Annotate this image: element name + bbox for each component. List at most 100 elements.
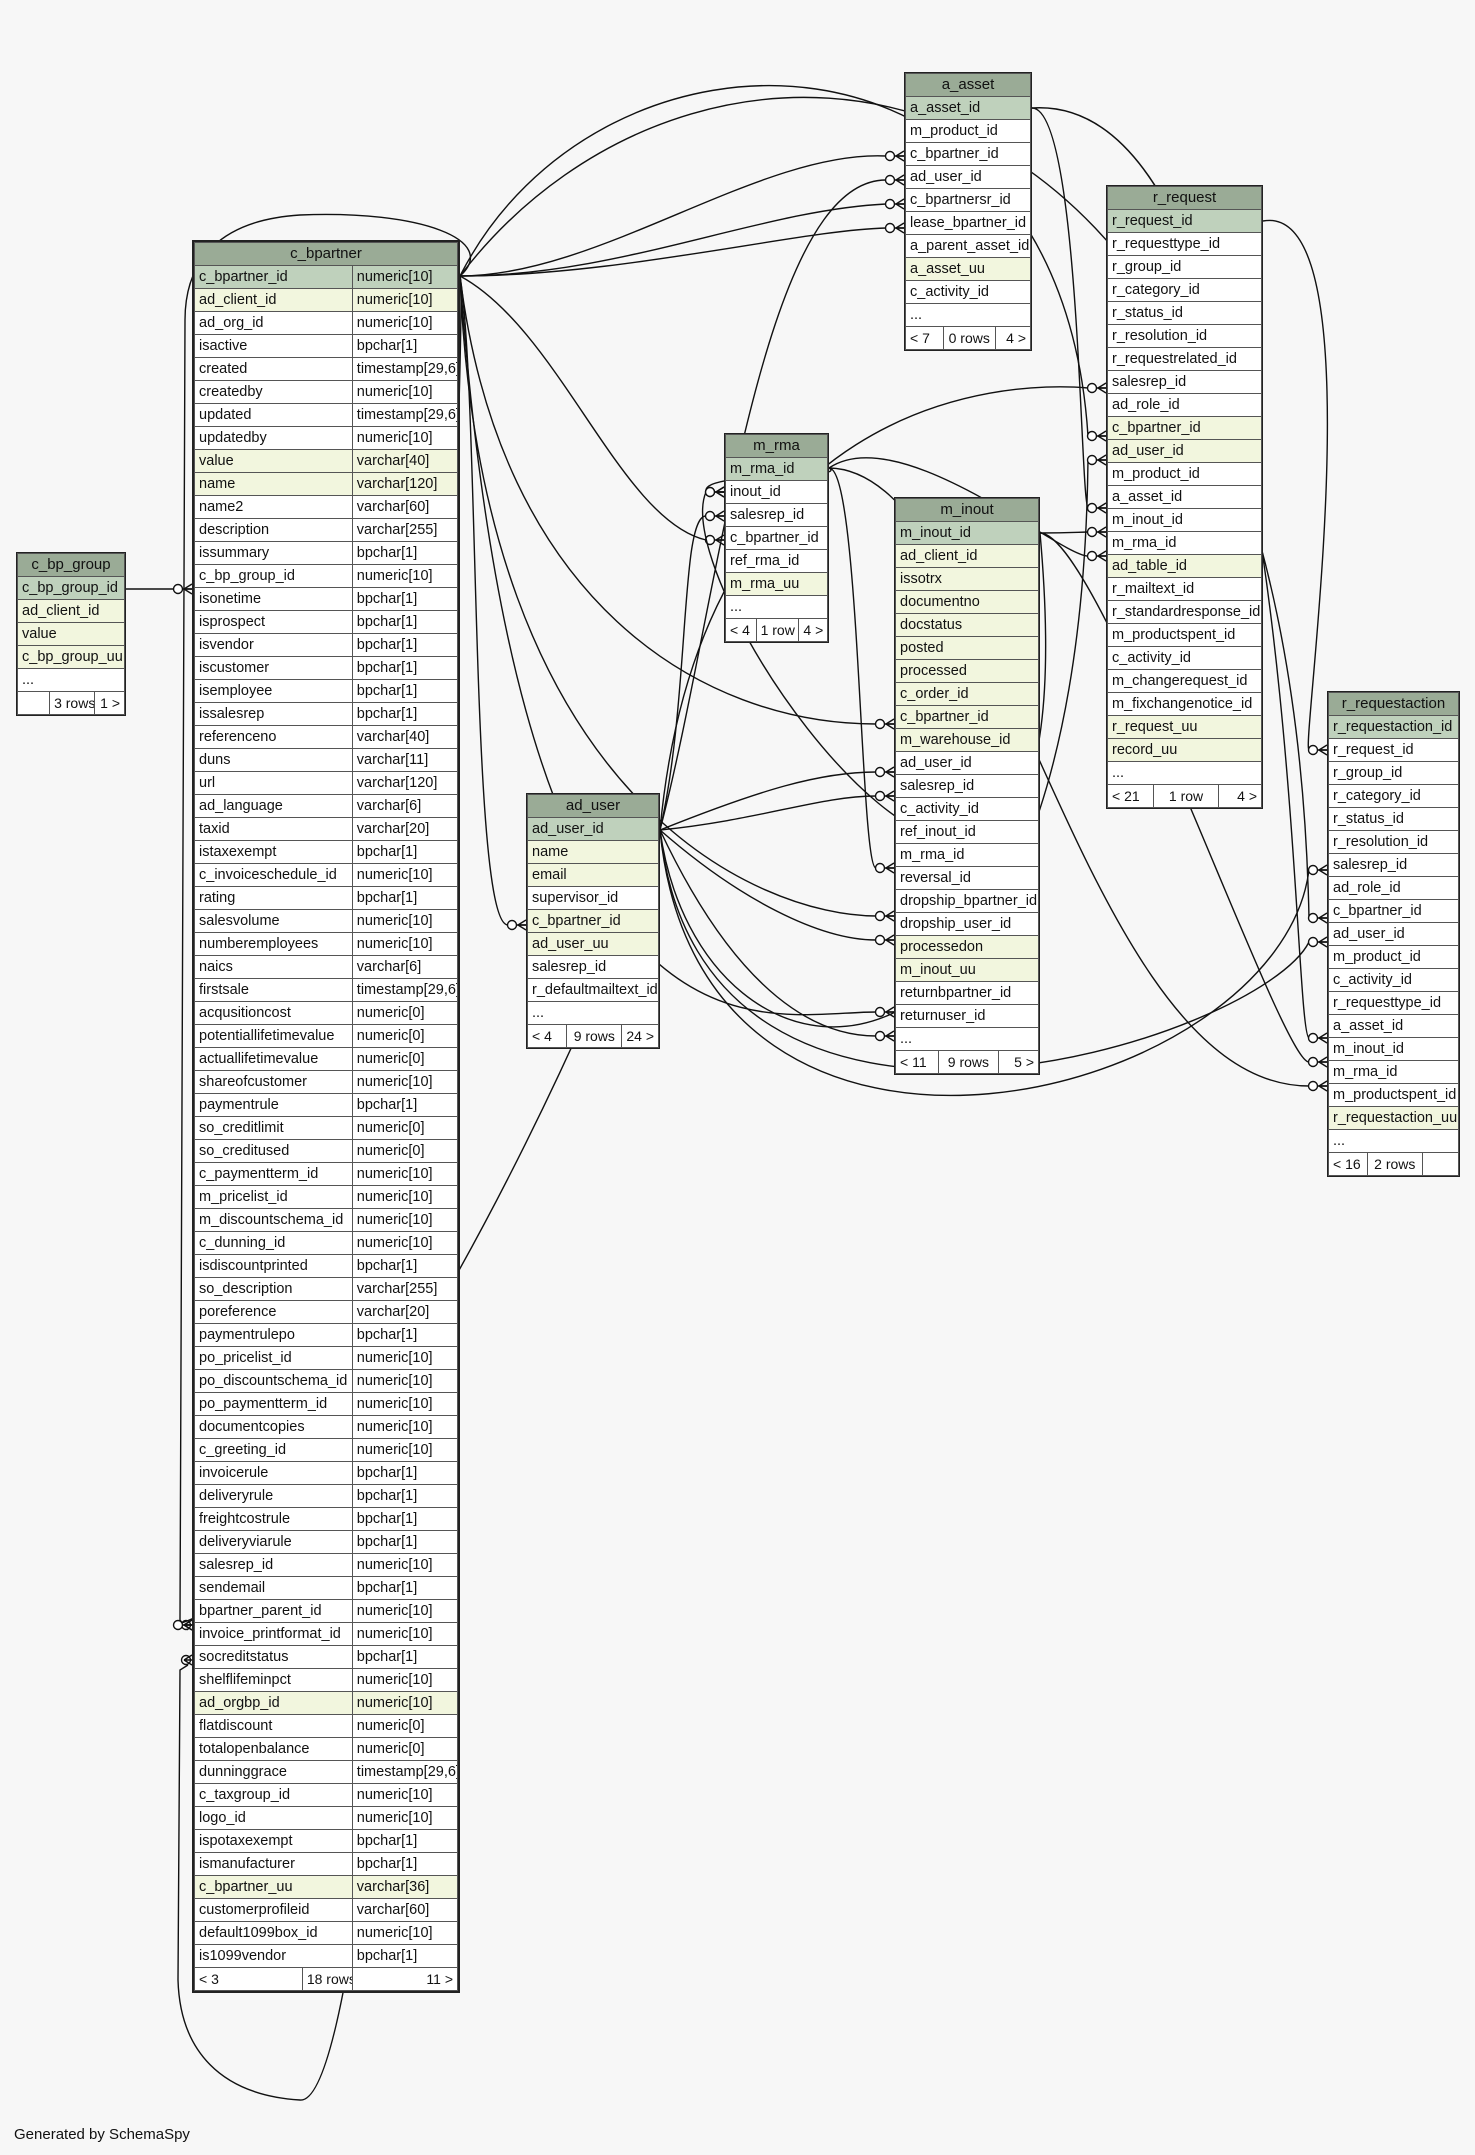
column-row[interactable]: r_requestaction_id: [1328, 715, 1459, 739]
column-row[interactable]: ad_user_uu: [527, 932, 659, 956]
column-row[interactable]: ad_user_id: [905, 165, 1031, 189]
column-row[interactable]: ref_rma_id: [725, 549, 828, 573]
column-row[interactable]: a_asset_uu: [905, 257, 1031, 281]
column-row[interactable]: ad_client_id: [895, 544, 1039, 568]
column-row[interactable]: r_resolution_id: [1107, 324, 1262, 348]
column-row[interactable]: returnuser_id: [895, 1004, 1039, 1028]
column-row[interactable]: m_product_id: [1107, 462, 1262, 486]
column-row[interactable]: r_request_id: [1107, 209, 1262, 233]
column-row[interactable]: r_group_id: [1328, 761, 1459, 785]
column-row[interactable]: supervisor_id: [527, 886, 659, 910]
footer-cell[interactable]: 4 >: [798, 618, 828, 642]
footer-cell[interactable]: 2 rows: [1367, 1152, 1423, 1176]
column-row[interactable]: m_rma_uu: [725, 572, 828, 596]
column-row[interactable]: ...: [527, 1001, 659, 1025]
column-row[interactable]: a_parent_asset_id: [905, 234, 1031, 258]
column-row[interactable]: c_activity_id: [905, 280, 1031, 304]
footer-cell[interactable]: 9 rows: [937, 1050, 999, 1074]
table-title[interactable]: r_requestaction: [1328, 692, 1459, 716]
column-row[interactable]: ...: [1107, 761, 1262, 785]
column-row[interactable]: r_standardresponse_id: [1107, 600, 1262, 624]
column-row[interactable]: m_warehouse_id: [895, 728, 1039, 752]
column-row[interactable]: r_defaultmailtext_id: [527, 978, 659, 1002]
column-row[interactable]: m_inout_id: [1107, 508, 1262, 532]
column-row[interactable]: m_rma_id: [895, 843, 1039, 867]
column-row[interactable]: ...: [895, 1027, 1039, 1051]
column-row[interactable]: m_changerequest_id: [1107, 669, 1262, 693]
column-row[interactable]: ad_user_id: [895, 751, 1039, 775]
column-row[interactable]: r_category_id: [1107, 278, 1262, 302]
footer-cell[interactable]: 24 >: [621, 1024, 659, 1048]
column-row[interactable]: c_bp_group_id: [17, 576, 125, 600]
column-row[interactable]: c_bpartner_id: [905, 142, 1031, 166]
footer-cell[interactable]: < 11: [895, 1050, 939, 1074]
column-row[interactable]: m_inout_id: [895, 521, 1039, 545]
column-row[interactable]: dropship_bpartner_id: [895, 889, 1039, 913]
column-row[interactable]: c_activity_id: [895, 797, 1039, 821]
column-row[interactable]: ad_role_id: [1328, 876, 1459, 900]
column-row[interactable]: documentno: [895, 590, 1039, 614]
column-row[interactable]: r_mailtext_id: [1107, 577, 1262, 601]
footer-cell[interactable]: 1 row: [755, 618, 800, 642]
column-row[interactable]: m_productspent_id: [1107, 623, 1262, 647]
column-row[interactable]: posted: [895, 636, 1039, 660]
footer-cell[interactable]: < 16: [1328, 1152, 1368, 1176]
column-row[interactable]: dropship_user_id: [895, 912, 1039, 936]
column-row[interactable]: email: [527, 863, 659, 887]
column-row[interactable]: m_product_id: [905, 119, 1031, 143]
column-row[interactable]: c_activity_id: [1328, 968, 1459, 992]
footer-cell[interactable]: 18 rows: [301, 1967, 353, 1991]
column-row[interactable]: a_asset_id: [1328, 1014, 1459, 1038]
column-row[interactable]: c_bpartner_id: [527, 909, 659, 933]
column-row[interactable]: r_requestrelated_id: [1107, 347, 1262, 371]
footer-cell[interactable]: 5 >: [997, 1050, 1040, 1074]
column-row[interactable]: r_request_id: [1328, 738, 1459, 762]
column-row[interactable]: ad_table_id: [1107, 554, 1262, 578]
footer-cell[interactable]: 3 rows: [49, 691, 96, 715]
column-row[interactable]: value: [17, 622, 125, 646]
table-title[interactable]: ad_user: [527, 794, 659, 818]
column-row[interactable]: ref_inout_id: [895, 820, 1039, 844]
column-row[interactable]: c_order_id: [895, 682, 1039, 706]
column-row[interactable]: issotrx: [895, 567, 1039, 591]
column-row[interactable]: c_bp_group_uu: [17, 645, 125, 669]
footer-cell[interactable]: 9 rows: [566, 1024, 623, 1048]
footer-cell[interactable]: 4 >: [1217, 784, 1263, 808]
